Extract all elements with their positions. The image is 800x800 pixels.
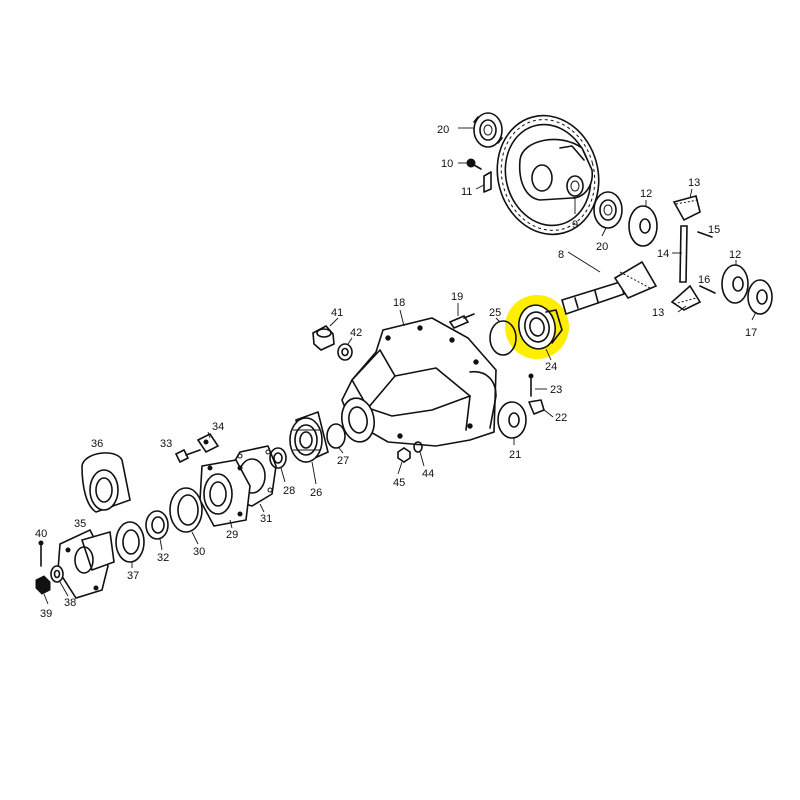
part-13-pinion-gear-top[interactable] [672,195,701,222]
part-40-split-pin[interactable] [38,540,44,567]
part-19-stud[interactable] [448,313,475,329]
part-34-bracket[interactable] [196,432,220,454]
callout-39: 39 [40,608,52,620]
part-24-pinion-bearing[interactable] [515,302,563,353]
part-44-washer[interactable] [413,441,423,453]
part-9-differential-case[interactable] [518,138,594,201]
callout-8: 8 [558,249,564,261]
part-16-pin[interactable] [699,285,716,294]
callout-29: 29 [226,529,238,541]
part-39-castle-nut[interactable] [35,575,51,595]
callout-10: 10 [441,158,453,170]
part-12-side-gear-right[interactable] [721,264,749,304]
part-37-seal-ring[interactable] [115,521,145,563]
callout-37: 37 [127,570,139,582]
callout-38: 38 [64,597,76,609]
part-26-pinion-bearing[interactable] [289,410,329,464]
callout-15: 15 [708,224,720,236]
part-11-lock-tab[interactable] [483,171,492,193]
part-27-oil-seal-ring[interactable] [326,423,346,449]
part-12-side-gear-top[interactable] [628,205,658,247]
part-20-bearing-top[interactable] [473,112,503,148]
callout-18: 18 [393,297,405,309]
callout-35: 35 [74,518,86,530]
callout-24: 24 [545,361,557,373]
callout-45: 45 [393,477,405,489]
part-45-drain-plug[interactable] [397,447,411,463]
callout-22: 22 [555,412,567,424]
callout-32: 32 [157,552,169,564]
callout-28: 28 [283,485,295,497]
callout-20-top: 20 [437,124,449,136]
part-20-bearing-right[interactable] [593,191,623,229]
part-17-thrust-washer[interactable] [747,279,773,315]
callout-31: 31 [260,513,272,525]
part-42-washer[interactable] [337,343,353,361]
part-38-washer[interactable] [50,565,64,583]
callout-19: 19 [451,291,463,303]
part-23-split-pin[interactable] [528,373,534,397]
part-25-shim[interactable] [489,320,517,356]
part-21-adjuster-nut[interactable] [497,401,527,439]
part-32-washer[interactable] [145,510,169,540]
part-30-oil-seal[interactable] [169,487,203,533]
callout-23: 23 [550,384,562,396]
part-15-pin[interactable] [697,231,713,238]
part-8-pinion-shaft[interactable] [561,260,658,316]
part-13-pinion-gear-bottom[interactable] [670,284,702,311]
leader-lines [43,127,757,605]
part-36-dust-cover[interactable] [81,452,131,513]
callout-13-top: 13 [688,177,700,189]
callout-13-bottom: 13 [652,307,664,319]
part-18-differential-housing[interactable] [338,317,497,447]
callout-33: 33 [160,438,172,450]
callout-41: 41 [331,307,343,319]
callout-30: 30 [193,546,205,558]
callout-36: 36 [91,438,103,450]
callout-12-right: 12 [729,249,741,261]
callout-20-right: 20 [596,241,608,253]
callout-14: 14 [657,248,669,260]
part-14-cross-shaft[interactable] [679,225,688,283]
callout-11: 11 [461,186,472,198]
callout-34: 34 [212,421,224,433]
callout-labels: 20 10 11 9 8 20 13 12 15 14 12 16 13 17 … [35,124,757,620]
part-10-bolt[interactable] [466,158,482,170]
part-35-companion-flange[interactable] [57,528,115,599]
part-29-bearing-housing[interactable] [199,459,251,527]
callout-27: 27 [337,455,349,467]
callout-12-top: 12 [640,188,652,200]
callout-25: 25 [489,307,501,319]
part-41-filler-plug[interactable] [312,324,335,351]
part-22-lock-clip[interactable] [528,399,545,415]
part-33-bolt[interactable] [174,448,201,464]
callout-44: 44 [422,468,434,480]
callout-9: 9 [572,219,578,231]
callout-16: 16 [698,274,710,286]
callout-26: 26 [310,487,322,499]
callout-42: 42 [350,327,362,339]
callout-40: 40 [35,528,47,540]
callout-21: 21 [509,449,521,461]
callout-17: 17 [745,327,757,339]
